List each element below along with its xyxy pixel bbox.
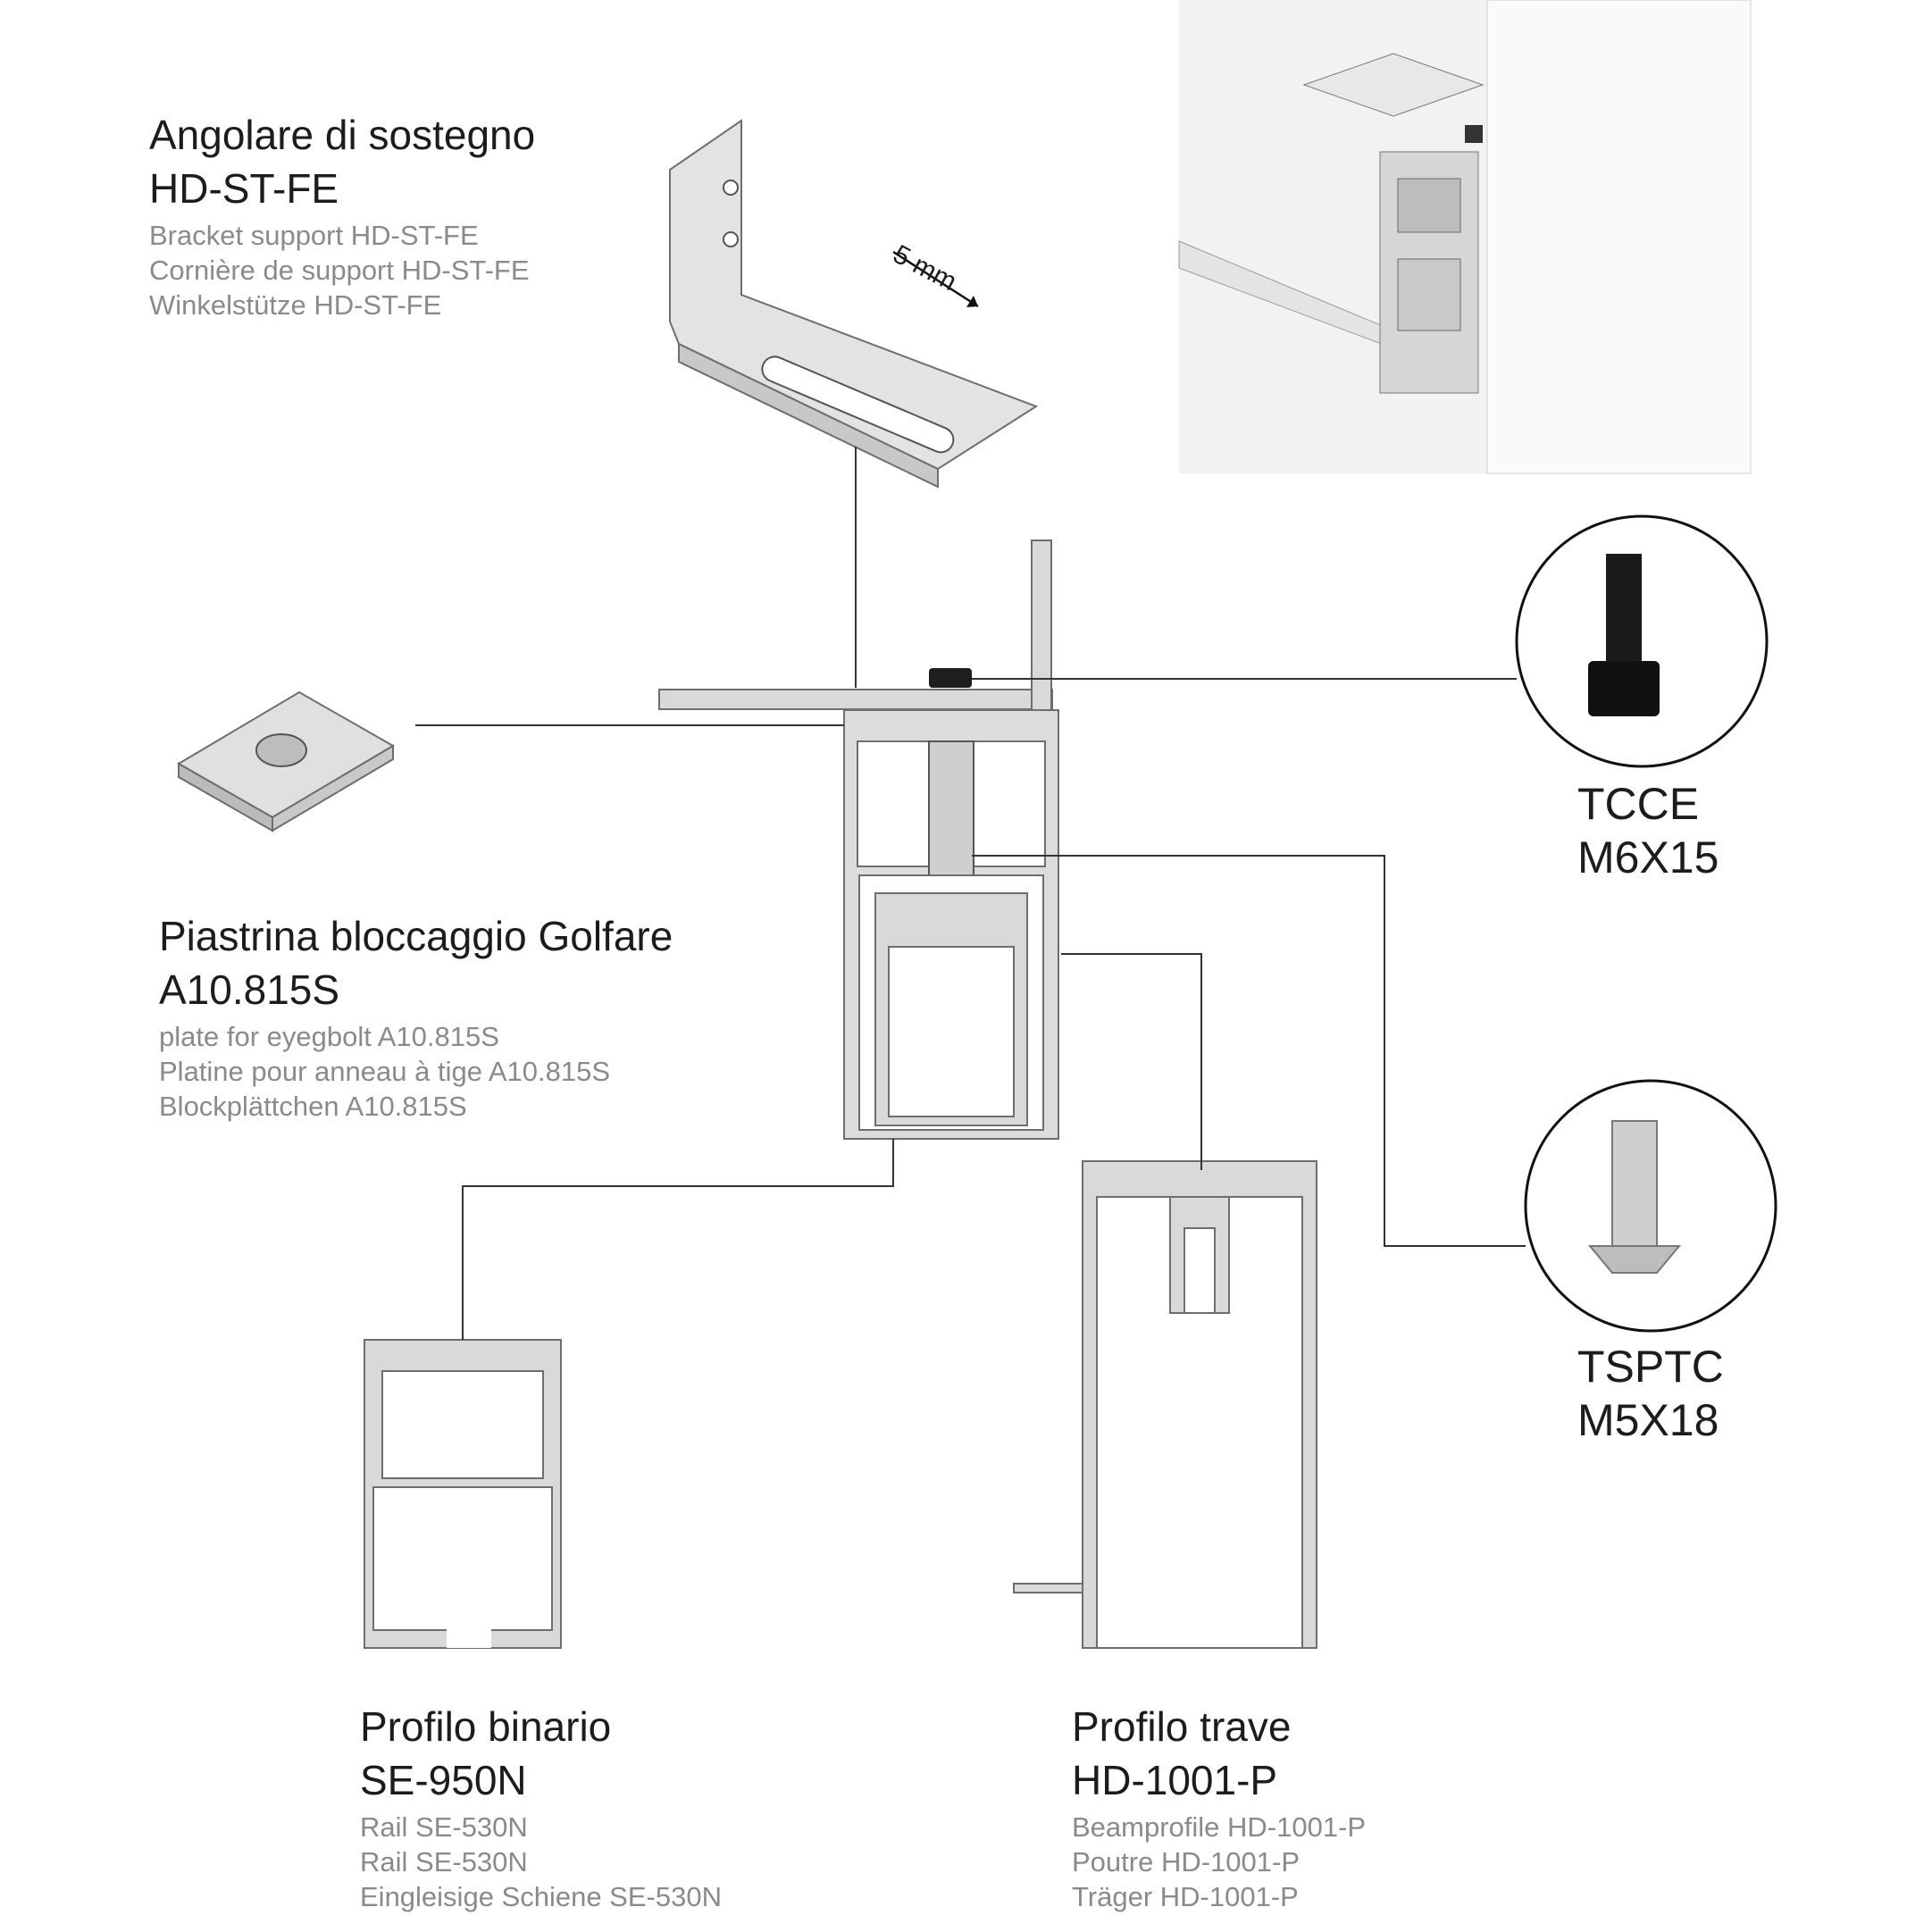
plate-title: Piastrina bloccaggio Golfare [159,913,673,959]
rail-label: Profilo binario SE-950N Rail SE-530N Rai… [360,1706,722,1911]
rail-translation-fr: Rail SE-530N [360,1846,528,1878]
screw-tsptc-size: M5X18 [1577,1395,1719,1445]
beam-profile [1013,1160,1317,1649]
beam-translation-en: Beamprofile HD-1001-P [1072,1811,1367,1843]
bracket-title: Angolare di sostegno [149,112,536,158]
leader-lines [415,447,1526,1340]
rail-translation-de: Eingleisige Schiene SE-530N [360,1881,722,1912]
screw-tcce-size: M6X15 [1577,832,1719,882]
beam-label: Profilo trave HD-1001-P Beamprofile HD-1… [1072,1706,1366,1911]
beam-translation-de: Träger HD-1001-P [1072,1881,1299,1912]
bracket-code: HD-ST-FE [149,165,339,212]
plate-translation-fr: Platine pour anneau à tige A10.815S [159,1056,611,1087]
beam-code: HD-1001-P [1072,1757,1278,1803]
plate-translation-en: plate for eyegbolt A10.815S [159,1021,499,1052]
rail-profile [364,1339,562,1649]
bracket-illustration [669,119,1039,489]
beam-title: Profilo trave [1072,1703,1292,1750]
assembly-section [658,539,1059,1140]
screw-tcce-illustration [1515,514,1769,768]
rail-code: SE-950N [360,1757,527,1803]
bracket-translation-de: Winkelstütze HD-ST-FE [149,289,442,321]
rail-title: Profilo binario [360,1703,612,1750]
plate-code: A10.815S [159,966,340,1013]
beam-translation-fr: Poutre HD-1001-P [1072,1846,1301,1878]
bracket-translation-fr: Cornière de support HD-ST-FE [149,255,530,286]
screw-tcce-type: TCCE [1577,779,1700,829]
plate-label: Piastrina bloccaggio Golfare A10.815S pl… [159,916,673,1120]
screw-tsptc-type: TSPTC [1577,1342,1724,1392]
screw-tsptc-illustration [1524,1079,1777,1333]
plate-translation-de: Blockplättchen A10.815S [159,1091,467,1122]
bracket-translation-en: Bracket support HD-ST-FE [149,220,479,251]
plate-illustration [177,690,395,832]
installation-view [1178,0,1752,474]
bracket-label: Angolare di sostegno HD-ST-FE Bracket su… [149,114,535,319]
screw-tsptc-label: TSPTC M5X18 [1577,1340,1724,1447]
screw-tcce-label: TCCE M6X15 [1577,777,1719,884]
rail-translation-en: Rail SE-530N [360,1811,528,1843]
